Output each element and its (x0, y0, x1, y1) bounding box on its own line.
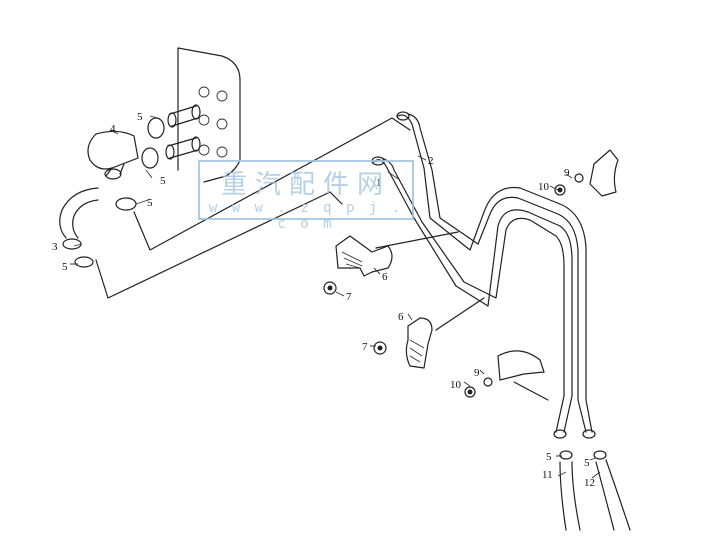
callout-label: 7 (346, 291, 352, 303)
leader-line (435, 297, 485, 331)
callout-label: 1 (376, 177, 382, 189)
pipe-clip-lower (497, 350, 545, 381)
nut-center (467, 389, 473, 395)
bracket-hatching (341, 251, 363, 269)
callout-label: 2 (428, 155, 434, 167)
hose-clamp (74, 256, 94, 268)
pipe-clip-upper (589, 149, 619, 197)
callout-leaders (70, 115, 601, 479)
hose-bracket-lower (405, 317, 433, 369)
leader-line (375, 231, 459, 249)
pipe-stub-end (191, 104, 201, 120)
callout-label: 5 (584, 457, 590, 469)
hex-nut (554, 184, 566, 196)
bracket-hatching (409, 339, 425, 363)
pipe-stub-end (165, 144, 175, 160)
coolant-hose-2 (397, 113, 593, 433)
callout-label: 3 (52, 241, 58, 253)
hose-bracket-upper (335, 235, 393, 277)
plate-hole (216, 146, 228, 158)
hose-clamp (115, 197, 137, 211)
callout-label: 10 (450, 379, 462, 391)
hose-11 (559, 461, 581, 531)
pipe-stub-lower (167, 137, 199, 159)
hose-end (553, 429, 567, 439)
washer (483, 377, 493, 387)
plate-hole (198, 144, 210, 156)
watermark-title: 重汽配件网 (220, 170, 391, 200)
callout-label: 5 (137, 111, 143, 123)
hose-clamp (593, 450, 607, 460)
callout-label: 5 (147, 197, 153, 209)
routing-line-upper (133, 117, 411, 251)
elbow-end (104, 168, 122, 180)
routing-line-lower (95, 191, 343, 299)
leader-line (513, 381, 549, 401)
pipe-stub-upper (169, 105, 199, 127)
callout-label: 10 (538, 181, 550, 193)
hex-nut (464, 386, 476, 398)
watermark-url: w w w . z q p j . c o m (208, 200, 404, 232)
hose-clamp (559, 450, 573, 460)
plate-hole (216, 90, 228, 102)
plate-hole (216, 118, 228, 130)
pipe-stub-end (167, 112, 177, 128)
callout-label: 5 (546, 451, 552, 463)
nut-center (557, 187, 563, 193)
plate-hole (198, 114, 210, 126)
nut-center (327, 285, 333, 291)
callout-label: 6 (382, 271, 388, 283)
callout-label: 5 (160, 175, 166, 187)
callout-label: 4 (110, 123, 116, 135)
nut-center (377, 345, 383, 351)
callout-label: 7 (362, 341, 368, 353)
hose-end (582, 429, 596, 439)
elbow-fitting (87, 130, 139, 170)
hose-clamp (147, 117, 165, 139)
callout-label: 9 (474, 367, 480, 379)
callout-label: 5 (62, 261, 68, 273)
watermark: 重汽配件网 w w w . z q p j . c o m (198, 160, 414, 232)
callout-label: 12 (584, 477, 595, 489)
callout-label: 6 (398, 311, 404, 323)
callout-label: 9 (564, 167, 570, 179)
hex-nut (373, 341, 387, 355)
hose-12 (595, 459, 631, 531)
callout-label: 11 (542, 469, 553, 481)
hose-clamp (141, 147, 159, 169)
plate-hole (198, 86, 210, 98)
hose-end (62, 238, 82, 250)
hose-bend (59, 187, 99, 239)
hex-nut (323, 281, 337, 295)
washer (574, 173, 584, 183)
pipe-stub-end (191, 136, 201, 152)
hose-end (396, 111, 410, 121)
mounting-plate (177, 47, 241, 183)
